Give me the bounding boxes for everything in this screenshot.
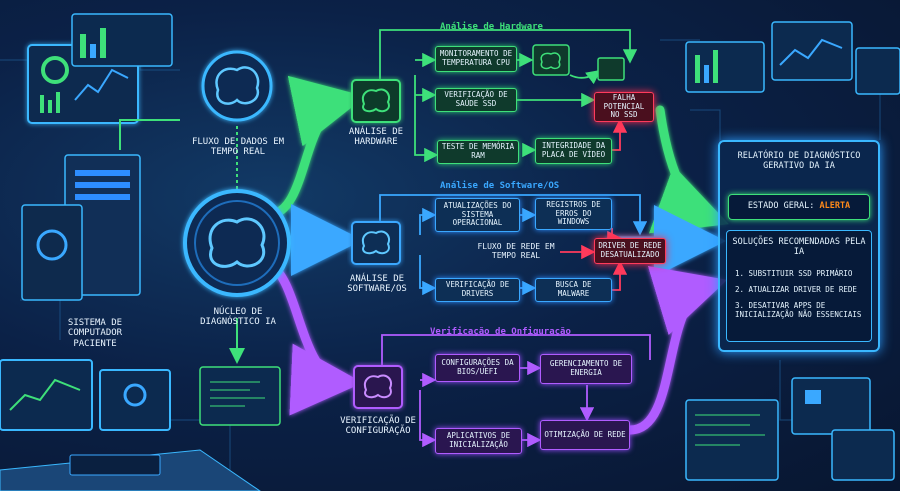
config-brain-label: Verificação de Configuração [340,416,416,437]
node-network-optimization: Otimização de Rede [540,420,630,450]
core-links [119,119,245,364]
server-tower [21,154,141,301]
node-os-updates: Atualizações do Sistema Operacional [435,198,520,232]
node-power-management: Gerenciamento de Energia [540,354,632,384]
monitor-top-left [27,13,173,124]
status-value: Alerta [819,201,851,211]
brain-software-icon [351,221,401,265]
node-startup-apps: Aplicativos de Inicialização [435,428,522,454]
patient-system-label: Sistema de Computador Paciente [67,318,123,349]
solution-item: 1. Substituir SSD primário [735,269,853,278]
node-bios-settings: Configurações da BIOS/UEFI [435,354,520,382]
monitor-bottom-center [199,366,281,426]
status-line: Estado Geral: Alerta [729,201,869,211]
software-section-title: Análise de Software/OS [440,181,560,191]
diagnostic-report-panel: Relatório de Diagnóstico Gerativo da IA … [718,140,880,352]
node-gpu-integrity: Integridade da Placa de Vídeo [535,138,612,164]
stream-label: Fluxo de Dados em Tempo Real [191,137,285,158]
brain-config-icon [353,365,403,409]
solution-item: 3. Desativar apps de inicialização não e… [735,301,862,319]
monitors-right [685,21,900,481]
brain-core-icon [183,189,291,297]
hardware-brain-label: Análise de Hardware [348,127,404,148]
alert-network-driver: Driver de Rede Desatualizado [594,238,666,264]
node-cpu-temp: Monitoramento de Temperatura CPU [435,46,517,72]
alert-ssd-failure: Falha Potencial no SSD [594,92,654,122]
hardware-section-title: Análise de Hardware [440,22,543,32]
hardware-alert-link [612,118,628,151]
solutions-title: Soluções Recomendadas pela IA [732,237,866,258]
config-links [381,334,651,448]
brain-mini-icon [532,44,625,81]
node-windows-errors: Registros de Erros do Windows [535,198,612,230]
core-label: Núcleo de Diagnóstico IA [200,307,276,328]
node-driver-check: Verificação de Drivers [435,278,520,302]
node-ssd-health: Verificação de Saúde SSD [435,88,517,112]
status-box: Estado Geral: Alerta [728,194,870,220]
report-title: Relatório de Diagnóstico Gerativo da IA [737,151,861,172]
config-section-title: Verificação de Onfiguração [430,327,571,337]
solution-item: 2. Atualizar driver de rede [735,285,857,294]
brain-hardware-icon [351,79,401,123]
software-links [379,194,648,296]
solutions-box: Soluções Recomendadas pela IA 1. Substit… [726,230,872,342]
monitor-bottom-left [0,359,261,491]
hardware-links [379,29,638,163]
software-brain-label: Análise de Software/OS [347,274,407,295]
network-stream-label: Fluxo de Rede em Tempo Real [477,242,555,261]
status-label: Estado Geral: [747,201,815,211]
node-malware-scan: Busca de Malware [535,278,612,302]
node-ram-test: Teste de Memória RAM [437,140,519,164]
brain-stream-icon [201,50,273,122]
